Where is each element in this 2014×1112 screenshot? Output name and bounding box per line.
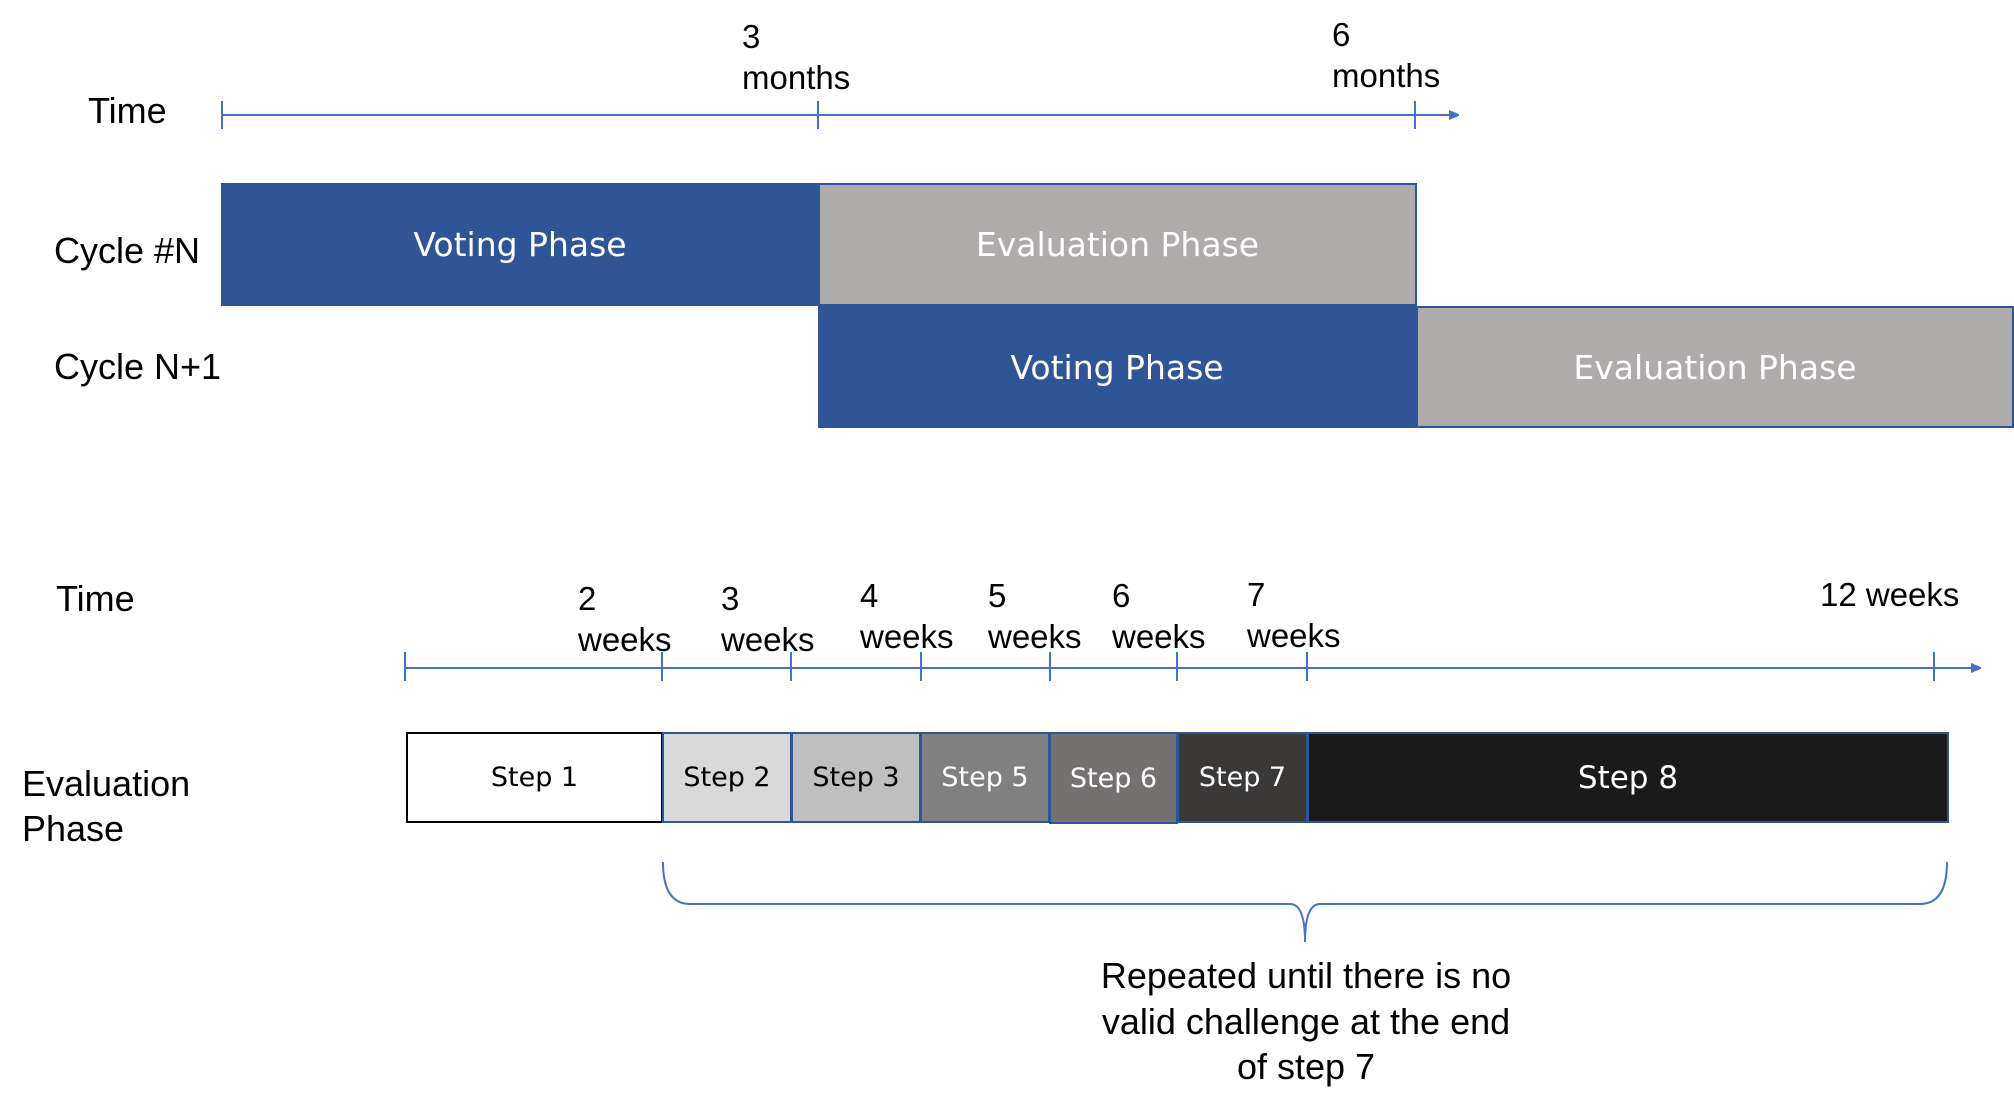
step-5: Step 5 (920, 732, 1050, 823)
repeat-note: Repeated until there is no valid challen… (1100, 955, 1512, 1088)
cycle-n-voting-phase: Voting Phase (221, 183, 819, 306)
step-1: Step 1 (406, 732, 663, 823)
step-2: Step 2 (662, 732, 792, 823)
bottom-tick-7-weeks: 7 weeks (1247, 576, 1341, 655)
step-8: Step 8 (1307, 732, 1949, 823)
bottom-tick-5-weeks: 5 weeks (988, 577, 1082, 656)
bottom-tick-2-weeks: 2 weeks (578, 580, 672, 659)
bottom-tick-12-weeks: 12 weeks (1820, 576, 1960, 613)
top-tick-6-months: 6 months (1332, 16, 1441, 95)
top-tick-3-months: 3 months (742, 18, 851, 97)
cycle-n1-evaluation-phase: Evaluation Phase (1416, 306, 2014, 428)
cycle-n1-voting-phase: Voting Phase (818, 306, 1416, 428)
cycle-n-label: Cycle #N (54, 230, 201, 271)
cycle-n-evaluation-phase: Evaluation Phase (818, 183, 1417, 306)
bottom-tick-3-weeks: 3 weeks (721, 580, 815, 659)
step-3: Step 3 (791, 732, 921, 823)
bottom-time-label: Time (56, 578, 135, 619)
bottom-tick-6-weeks: 6 weeks (1112, 577, 1206, 656)
bottom-tick-4-weeks: 4 weeks (860, 577, 954, 656)
repeat-brace (662, 861, 1948, 943)
step-6: Step 6 (1049, 732, 1178, 824)
step-7: Step 7 (1177, 732, 1308, 823)
top-time-label: Time (88, 90, 167, 131)
cycle-n1-label: Cycle N+1 (54, 346, 222, 387)
evaluation-phase-row-label: Evaluation Phase (22, 763, 191, 849)
